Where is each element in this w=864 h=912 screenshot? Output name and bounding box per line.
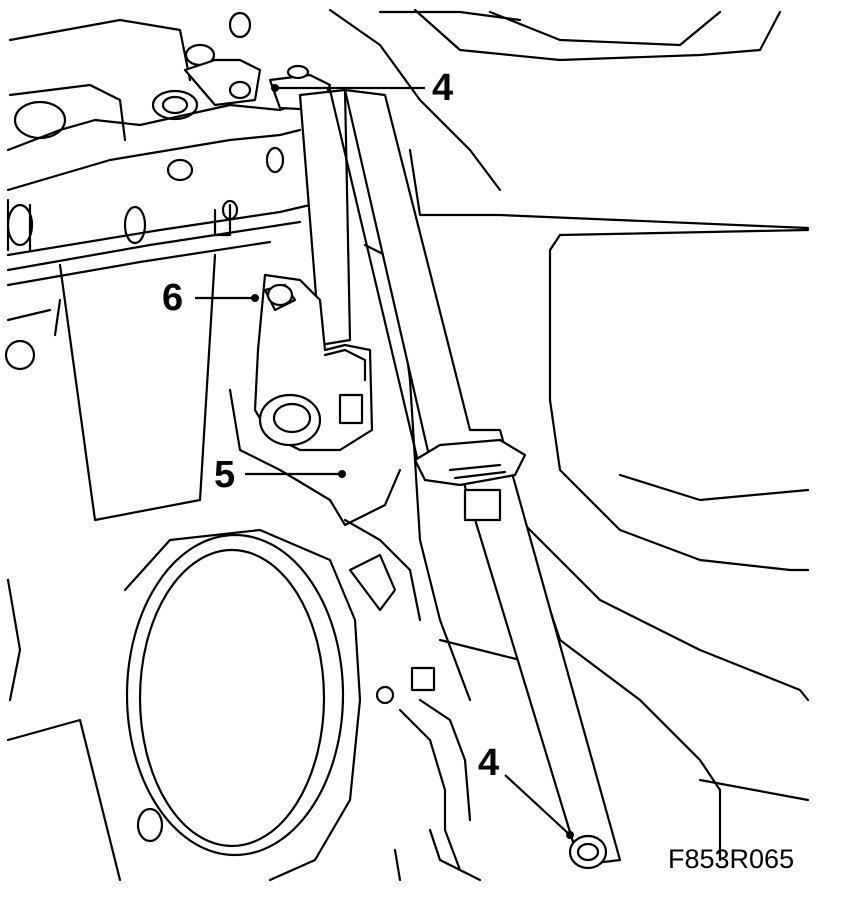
callout-retractor-bolt: 5 — [214, 454, 235, 496]
callout-upper-anchor: 4 — [432, 67, 453, 109]
leader-dot — [338, 470, 346, 478]
figure-code: F853R065 — [668, 844, 794, 874]
leader-dot — [251, 294, 259, 302]
seat-belt-retractor — [253, 273, 374, 452]
belt-guide — [413, 438, 527, 522]
callout-lower-anchor: 4 — [478, 742, 499, 784]
lower-anchor-bolt — [568, 834, 608, 870]
callout-leaders — [195, 84, 574, 839]
vehicle-body-panels — [4, 8, 810, 882]
leader-dot — [566, 831, 574, 839]
leader-dot — [271, 84, 279, 92]
callout-connector: 6 — [162, 277, 183, 319]
leader-lower-anchor — [504, 774, 571, 836]
